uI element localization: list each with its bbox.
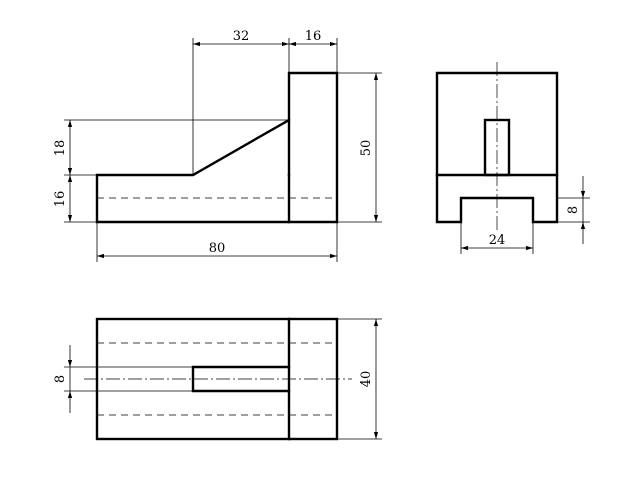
side-view-outline <box>435 71 559 224</box>
dim-text-16-left: 16 <box>53 191 68 208</box>
front-view-outline <box>95 71 339 224</box>
top-view: 8 40 <box>53 317 382 441</box>
dim-text-50: 50 <box>359 140 374 157</box>
dim-text-18: 18 <box>53 140 68 157</box>
front-view: 32 16 18 16 50 80 <box>53 29 382 262</box>
dim-text-32: 32 <box>233 29 250 44</box>
side-view: 24 8 <box>435 62 590 254</box>
dim-text-80: 80 <box>209 241 226 256</box>
dim-text-16-top: 16 <box>305 29 322 44</box>
dim-text-8-side: 8 <box>566 206 581 214</box>
dim-text-40: 40 <box>359 371 374 388</box>
dim-text-24: 24 <box>489 233 506 248</box>
top-view-slot <box>191 365 291 393</box>
dim-text-8-top: 8 <box>53 375 68 383</box>
